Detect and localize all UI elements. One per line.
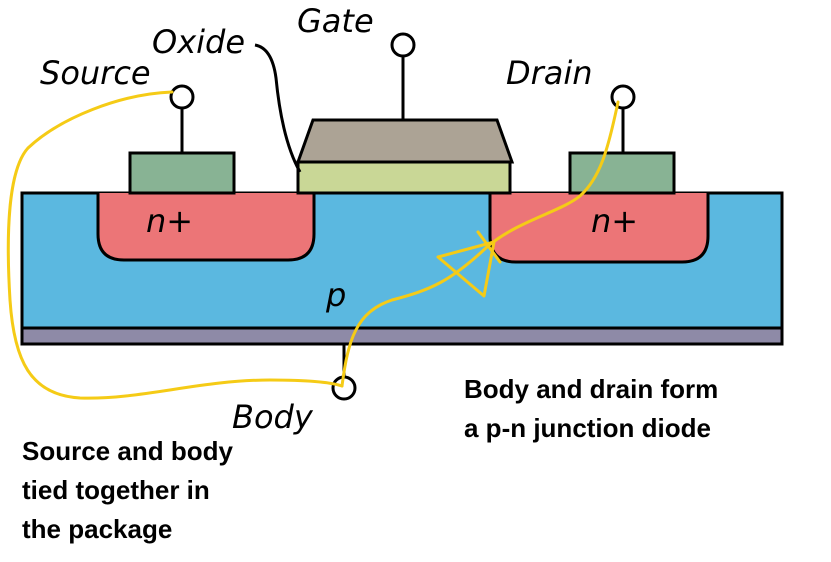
gate-terminal bbox=[390, 32, 416, 58]
gate-label: Gate bbox=[297, 2, 374, 40]
drain-body-annotation: Body and drain form a p-n junction diode bbox=[464, 370, 804, 448]
source-terminal bbox=[169, 84, 195, 110]
body-plate bbox=[20, 326, 784, 346]
source-region-label: n+ bbox=[146, 202, 193, 240]
annotation-line: Body and drain form bbox=[464, 374, 719, 404]
drain-n-plus-region bbox=[488, 193, 710, 264]
annotation-line: tied together in bbox=[22, 475, 210, 505]
source-n-plus-region bbox=[96, 193, 316, 262]
source-body-tie-curve bbox=[6, 90, 344, 400]
diode-arrow-head bbox=[436, 230, 502, 298]
annotation-line: the package bbox=[22, 514, 173, 544]
body-label: Body bbox=[232, 398, 314, 436]
source-contact bbox=[128, 151, 236, 195]
annotation-line: a p-n junction diode bbox=[464, 413, 711, 443]
drain-region-label: n+ bbox=[591, 202, 638, 240]
source-body-annotation: Source and body tied together in the pac… bbox=[22, 432, 322, 549]
oxide-leader bbox=[254, 43, 302, 173]
gate-oxide bbox=[296, 160, 512, 195]
oxide-label: Oxide bbox=[152, 23, 245, 61]
annotation-line: Source and body bbox=[22, 436, 233, 466]
drain-terminal bbox=[610, 84, 636, 110]
gate-electrode bbox=[295, 118, 515, 164]
substrate-label: p bbox=[325, 276, 346, 314]
drain-label: Drain bbox=[506, 54, 593, 92]
drain-contact bbox=[568, 151, 676, 195]
source-label: Source bbox=[40, 54, 151, 92]
